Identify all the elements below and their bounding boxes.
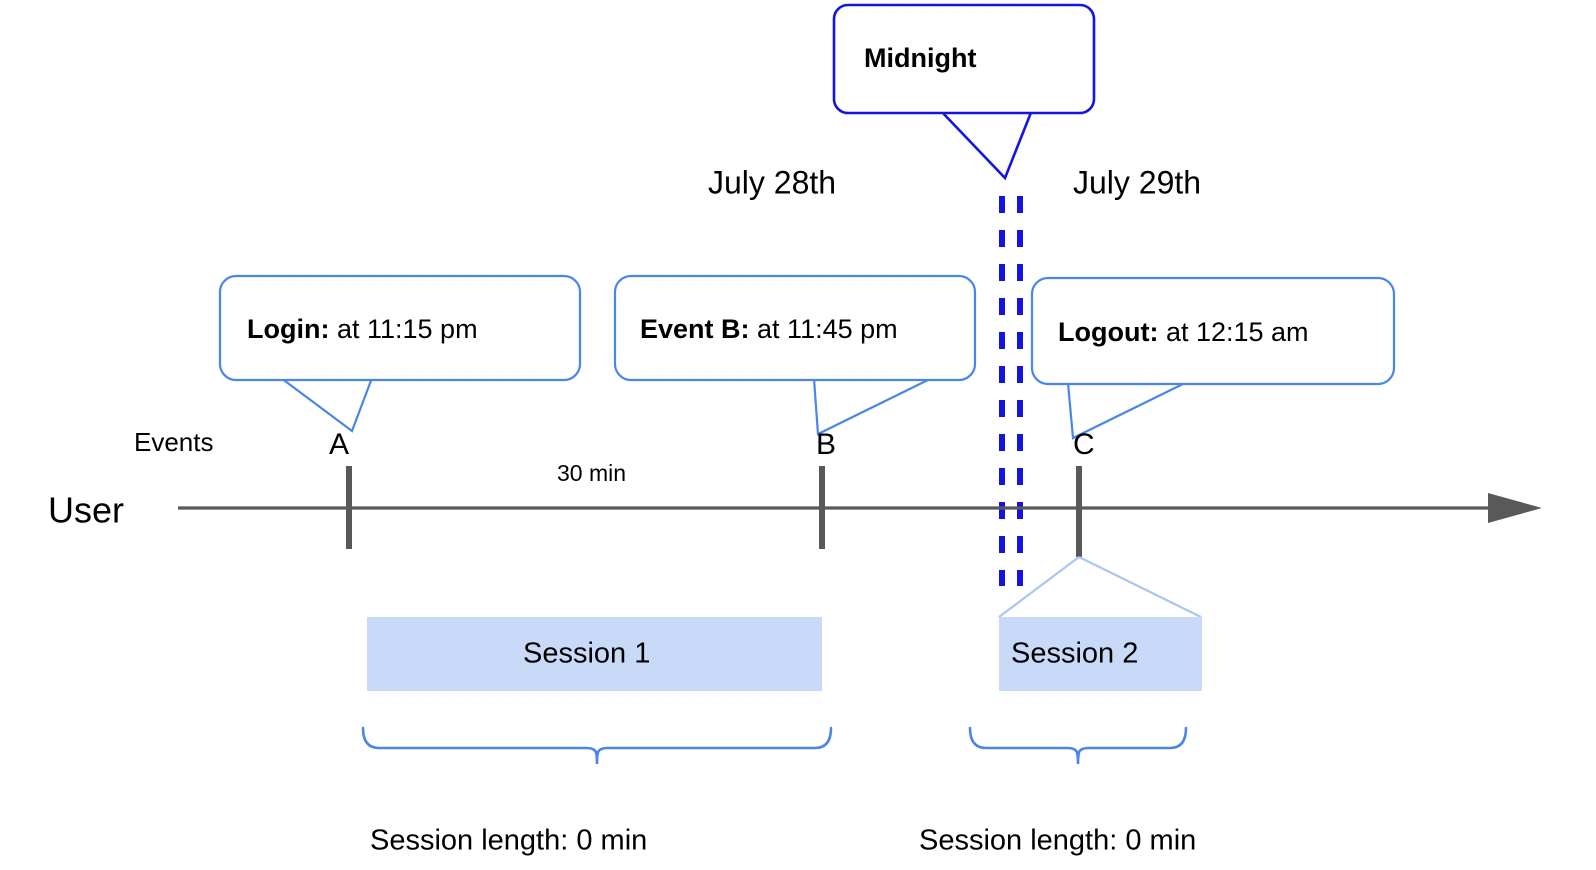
event-label-b: B (816, 428, 836, 461)
callout-login-bold: Login: (247, 314, 329, 344)
callout-logout-box (1030, 276, 1396, 386)
callout-event-b-rest: at 11:45 pm (750, 314, 898, 344)
session-1-box (367, 617, 822, 691)
session-2-block: Session 2 (999, 617, 1202, 691)
row-label-user: User (48, 490, 124, 531)
axis-arrow-icon (1488, 493, 1542, 523)
midnight-callout: Midnight (832, 3, 1096, 181)
session-1-length-label: Session length: 0 min (370, 825, 647, 857)
session-2-brace-group: Session length: 0 min (919, 726, 1196, 857)
callout-login-tail (280, 377, 374, 433)
session-1-block: Session 1 (367, 617, 822, 691)
event-label-a: A (329, 428, 349, 461)
session-1-label: Session 1 (523, 638, 650, 670)
callout-login-box (218, 274, 582, 382)
midnight-callout-box (832, 3, 1096, 115)
duration-label: 30 min (557, 460, 626, 486)
funnel-line-left (998, 556, 1080, 618)
callout-logout-text: Logout: at 12:15 am (1058, 317, 1309, 347)
session-2-label: Session 2 (1011, 638, 1138, 670)
event-ticks (346, 466, 1082, 557)
date-label-left: July 28th (708, 164, 836, 200)
callout-event-b-bold: Event B: (640, 314, 750, 344)
timeline-axis (178, 493, 1542, 523)
session-2-funnel (998, 556, 1202, 618)
callout-login: Login: at 11:15 pm (218, 274, 582, 433)
session-1-brace (361, 726, 833, 765)
callout-event-b-tail (812, 378, 931, 436)
callout-logout-rest: at 12:15 am (1158, 317, 1308, 347)
session-1-brace-group: Session length: 0 min (361, 726, 833, 857)
row-label-events: Events (134, 427, 214, 457)
session-2-box (999, 617, 1202, 691)
midnight-callout-label: Midnight (864, 43, 976, 73)
midnight-divider (999, 196, 1023, 586)
callout-login-text: Login: at 11:15 pm (247, 314, 478, 344)
callout-login-rest: at 11:15 pm (329, 314, 477, 344)
session-2-brace (968, 726, 1188, 765)
callout-event-b: Event B: at 11:45 pm (613, 274, 977, 436)
callout-logout-tail (1066, 382, 1186, 440)
date-label-right: July 29th (1073, 164, 1201, 200)
callout-logout-bold: Logout: (1058, 317, 1158, 347)
event-label-c: C (1073, 428, 1095, 461)
session-2-length-label: Session length: 0 min (919, 825, 1196, 857)
callout-event-b-text: Event B: at 11:45 pm (640, 314, 898, 344)
callout-logout: Logout: at 12:15 am (1030, 276, 1396, 440)
callout-event-b-box (613, 274, 977, 382)
midnight-callout-tail (936, 108, 1034, 181)
funnel-line-right (1078, 556, 1202, 618)
